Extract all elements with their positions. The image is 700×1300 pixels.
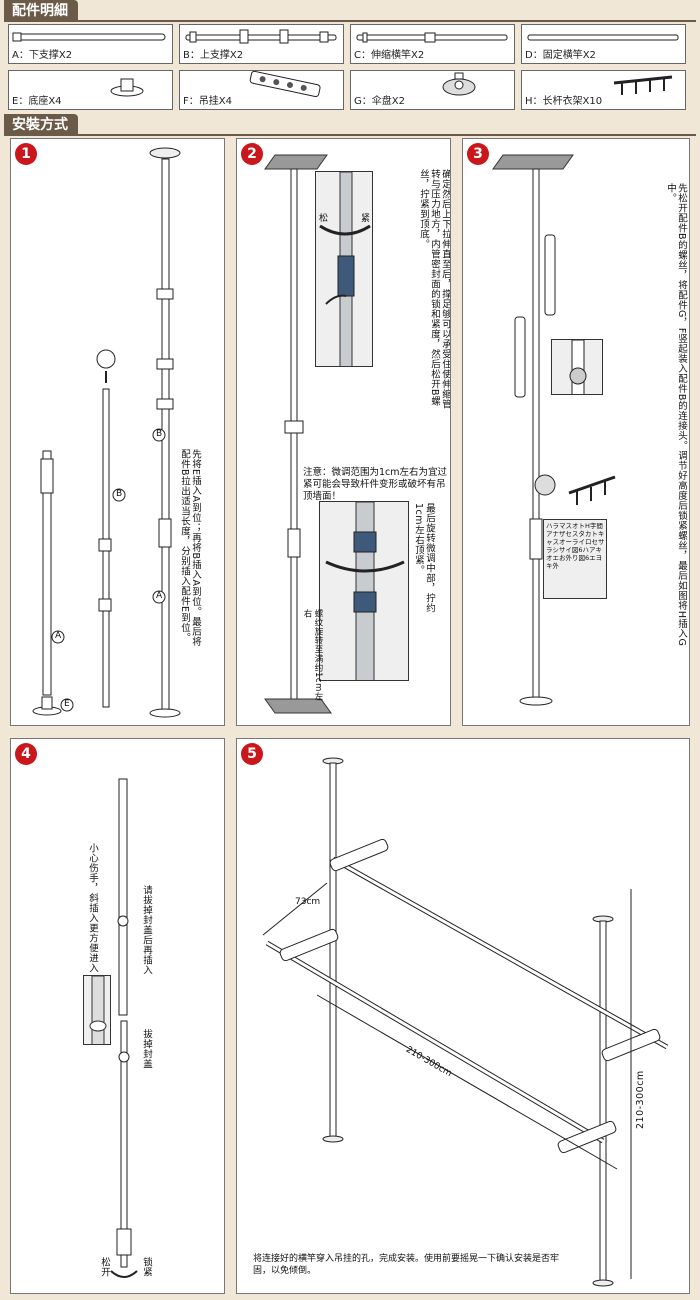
step-2-number: 2 — [241, 143, 263, 165]
step-4-panel: 4 小心伤手，斜插入更方便进入 请拔掉封盖后再插入 拔掉封盖 松开 锁紧 — [10, 738, 225, 1294]
step-3-instructions: 先松开配件B的螺丝，将配件G，F竖起装入配件B的连接头。调节好高度后锁紧螺丝，最… — [665, 183, 687, 647]
step-4-cap-label: 拔掉封盖 — [141, 1029, 152, 1069]
step-3-number: 3 — [467, 143, 489, 165]
step-5-width-dimension: 73cm — [295, 897, 321, 907]
callout-b: B — [116, 489, 123, 499]
part-b: B：上支撑X2 — [179, 24, 344, 64]
step-5-height-dimension: 210-300cm — [635, 1070, 646, 1129]
step-2-panel: 2 松 紧 确定然后上下拉伸直至后，撑足够可以承受住使伸缩管转与压力地方，内管密… — [236, 138, 451, 726]
step-4-tighten-label: 锁紧 — [141, 1257, 152, 1277]
clothes-hanger-icon — [613, 75, 673, 95]
upper-pole-icon — [185, 29, 337, 44]
step-3-illustration — [492, 154, 574, 706]
part-h: H：长杆衣架X10 — [521, 70, 686, 110]
part-g: G：伞盘X2 — [350, 70, 515, 110]
step-5-assembly-illustration — [262, 757, 669, 1287]
part-e: E：底座X4 — [8, 70, 173, 110]
step-2-dimension-note: 螺纹旋转至满约1cm左右 — [302, 609, 323, 701]
part-f-label: F：吊挂X4 — [183, 96, 232, 107]
step-2-inset-top — [315, 171, 373, 367]
callout-b-2: B — [156, 429, 163, 439]
step-1-illustration — [32, 147, 181, 718]
part-d: D：固定横竿X2 — [521, 24, 686, 64]
callout-a: A — [55, 631, 62, 641]
base-icon — [110, 78, 144, 97]
part-d-label: D：固定横竿X2 — [525, 50, 596, 61]
step-4-instructions-middle: 请拔掉封盖后再插入 — [141, 885, 152, 975]
parts-list: A：下支撑X2 B：上支撑X2 C：伸缩横竿X2 D：固定横竿X2 E：底座X4 — [8, 24, 692, 112]
step-3-panel: 3 ハラマスオトH字間アナザセスタカトキャスオーライロセサラシサイ図6ハアキオエ… — [462, 138, 690, 726]
step-4-illustration — [110, 778, 138, 1278]
part-e-label: E：底座X4 — [12, 96, 62, 107]
step-5-instructions: 将连接好的横竿穿入吊挂的孔，完成安装。使用前要摇晃一下确认安装是否牢固，以免倾倒… — [253, 1254, 560, 1276]
part-c: C：伸缩横竿X2 — [350, 24, 515, 64]
part-b-label: B：上支撑X2 — [183, 50, 244, 61]
connector-icon — [569, 340, 587, 394]
step-2-illustration — [264, 154, 332, 714]
tighten-label: 紧 — [361, 214, 371, 224]
step-1-panel: 1 A B B A E 先将E插入A到位；再将B插入A到位。最后将配件B拉出适当… — [10, 138, 225, 726]
step-1-instructions: 先将E插入A到位；再将B插入A到位。最后将配件B拉出适当长度，分别插入配件E到位… — [179, 449, 201, 647]
step-4-inset — [83, 975, 111, 1045]
hanger-bracket-icon — [249, 71, 321, 98]
step-2-instructions-top: 确定然后上下拉伸直至后，撑足够可以承受住使伸缩管转与压力地方，内管密封面的锁和紧… — [418, 169, 451, 409]
step-2-instructions-bottom: 最后旋转微调中部，拧约1cm左右顶紧。 — [413, 503, 435, 613]
callout-a-2: A — [156, 591, 163, 601]
step-4-number: 4 — [15, 743, 37, 765]
step-5-number: 5 — [241, 743, 263, 765]
step-2-warning-note: 注意：微调范围为1cm左右为宜过紧可能会导致杆件变形或破坏有吊顶墙面！ — [303, 467, 448, 502]
part-h-label: H：长杆衣架X10 — [525, 96, 603, 107]
part-f: F：吊挂X4 — [179, 70, 344, 110]
fixed-bar-icon — [527, 34, 679, 41]
install-section-title: 安裝方式 — [4, 114, 78, 136]
callout-e: E — [64, 699, 70, 709]
step-3-inset-top — [551, 339, 603, 395]
step-4-loosen-label: 松开 — [99, 1257, 110, 1277]
umbrella-plate-icon — [442, 72, 476, 96]
part-a: A：下支撑X2 — [8, 24, 173, 64]
install-divider — [4, 134, 696, 136]
step-5-panel: 5 73cm 210-300cm 210-300cm 将连接好的横竿穿入吊挂的孔… — [236, 738, 690, 1294]
step-3-inset-bottom: ハラマスオトH字間アナザセスタカトキャスオーライロセサラシサイ図6ハアキオエお外… — [543, 519, 607, 599]
step-1-number: 1 — [15, 143, 37, 165]
parts-section-title: 配件明細 — [4, 0, 78, 22]
part-a-label: A：下支撑X2 — [12, 50, 73, 61]
step-2-inset-bottom — [319, 501, 409, 681]
step-4-instructions-left: 小心伤手，斜插入更方便进入 — [87, 843, 98, 973]
micro-adjust-icon — [325, 502, 405, 680]
lower-pole-icon — [12, 32, 166, 42]
tube-adjust-icon — [319, 172, 371, 366]
insert-detail-icon — [89, 976, 107, 1044]
telescopic-bar-icon — [356, 32, 508, 43]
part-g-label: G：伞盘X2 — [354, 96, 405, 107]
step-3-japanese-note: ハラマスオトH字間アナザセスタカトキャスオーライロセサラシサイ図6ハアキオエお外… — [546, 522, 605, 570]
loosen-label: 松 — [319, 214, 329, 224]
part-c-label: C：伸缩横竿X2 — [354, 50, 425, 61]
parts-divider — [4, 20, 696, 22]
